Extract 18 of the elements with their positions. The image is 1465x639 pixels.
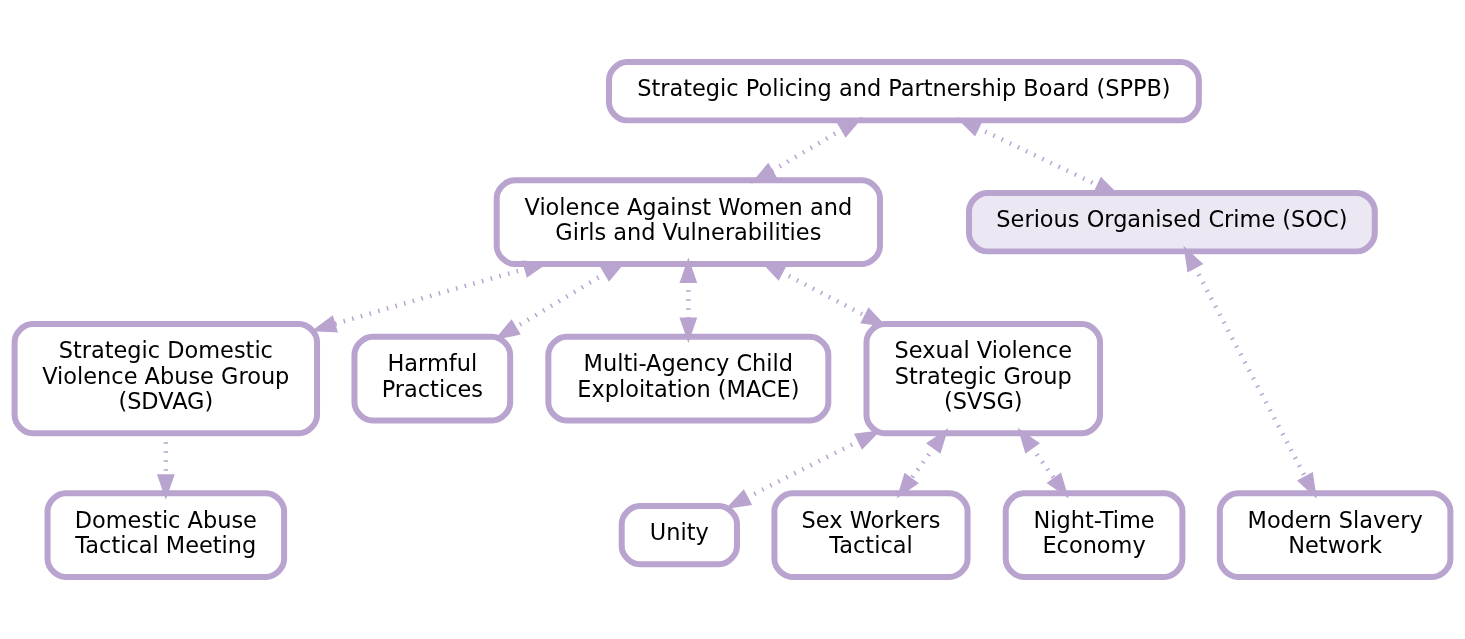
node-box: Sexual Violence Strategic Group (SVSG) — [863, 321, 1104, 437]
node-box: Multi-Agency Child Exploitation (MACE) — [545, 333, 832, 424]
node-box: Unity — [618, 502, 740, 568]
arrow — [1183, 245, 1317, 499]
node-box: Harmful Practices — [351, 333, 514, 424]
node-box: Strategic Domestic Violence Abuse Group (SDVAG) — [11, 321, 321, 437]
arrow — [679, 257, 698, 343]
node-box: Domestic Abuse Tactical Meeting — [44, 490, 288, 580]
arrow — [896, 427, 949, 499]
node-box: Serious Organised Crime (SOC) — [966, 190, 1378, 255]
arrow — [156, 433, 175, 500]
node-box: Strategic Policing and Partnership Board (SPPB) — [606, 59, 1202, 124]
node-box: Modern Slavery Network — [1216, 490, 1454, 580]
arrow — [1017, 427, 1069, 499]
node-box: Violence Against Women and Girls and Vulnerabilities — [493, 177, 883, 268]
node-box: Sex Workers Tactical — [771, 490, 971, 580]
node-box: Night-Time Economy — [1002, 490, 1186, 580]
arrow — [750, 116, 863, 184]
